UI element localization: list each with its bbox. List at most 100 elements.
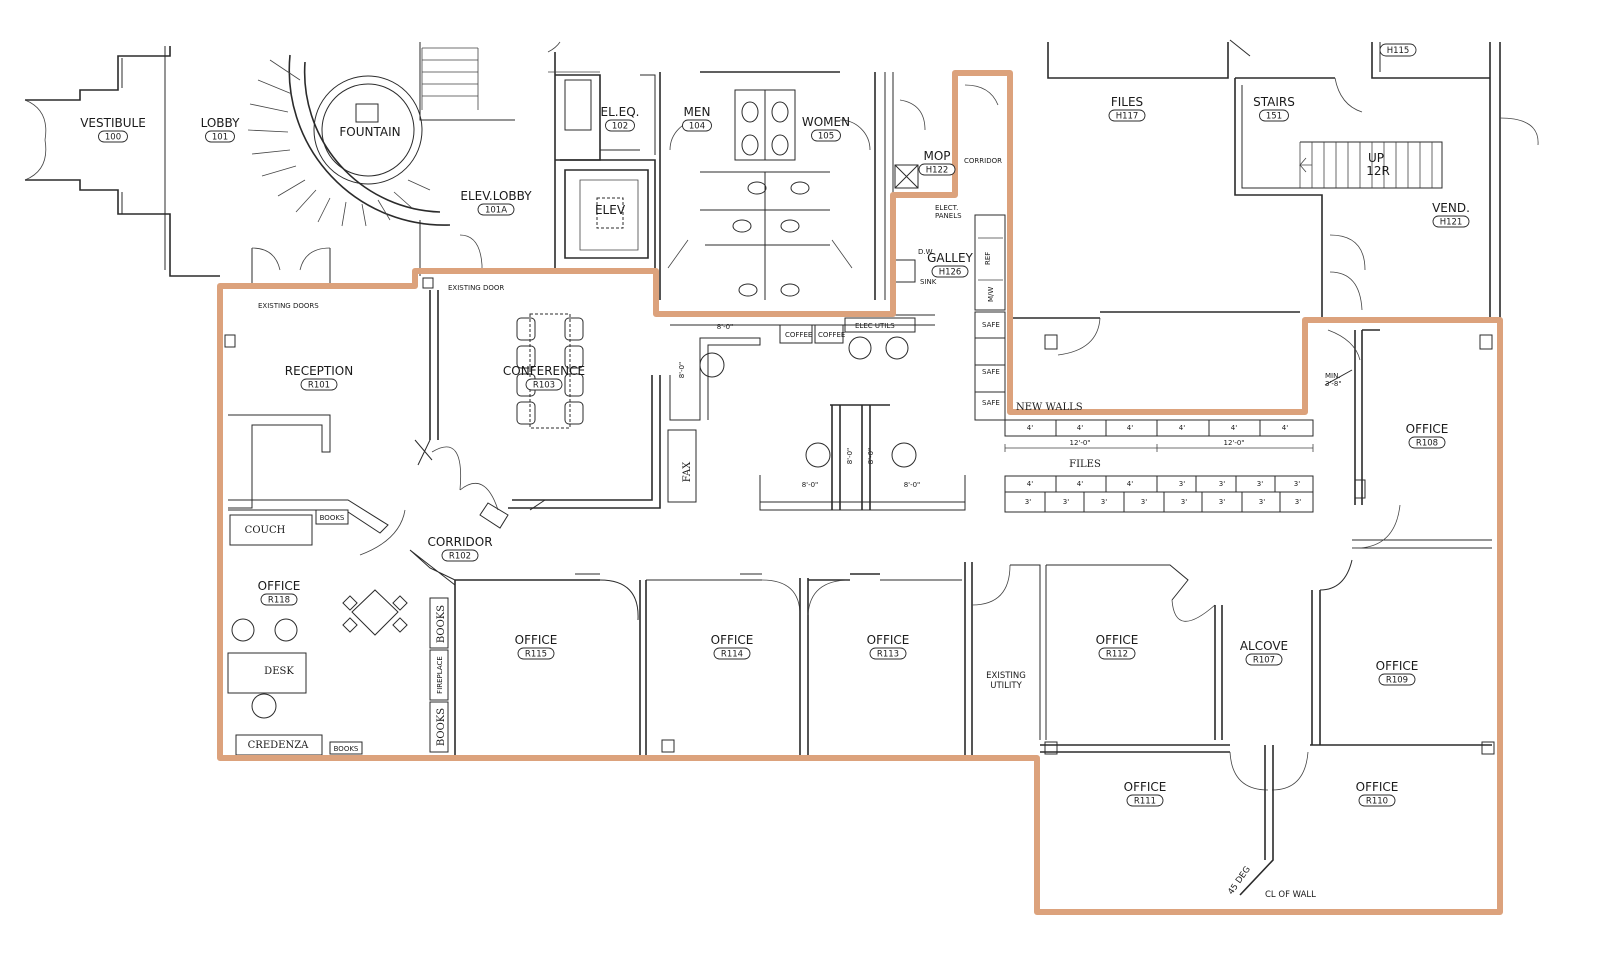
room-name: GALLEY <box>927 251 973 265</box>
room-number: 101A <box>485 206 507 216</box>
room-name: OFFICE <box>515 633 558 647</box>
note-safe-2: SAFE <box>982 368 1000 376</box>
file-dimension: 3' <box>1257 480 1263 488</box>
room-number: R101 <box>308 381 330 391</box>
room-number-tag <box>605 119 635 132</box>
room-number: 102 <box>612 122 628 132</box>
room-number: 100 <box>105 133 121 143</box>
note-sink: SINK <box>920 278 937 286</box>
note-mw: M/W <box>987 287 995 302</box>
room-name: OFFICE <box>711 633 754 647</box>
room-number-tag <box>260 593 298 606</box>
dim-8ft-f: 8'-0" <box>867 448 875 465</box>
room-name: FOUNTAIN <box>339 125 400 139</box>
room-number: 101 <box>212 133 228 143</box>
file-dimension: 3' <box>1294 480 1300 488</box>
room-tag <box>1379 43 1417 57</box>
dim-12ft-b: 12'-0" <box>1223 439 1244 447</box>
room-name: ELEV.LOBBY <box>460 189 532 203</box>
note-min-dim: 3'-8" <box>1325 380 1342 388</box>
note-files: FILES <box>1069 459 1101 470</box>
file-dimension: 4' <box>1077 424 1083 432</box>
room-name: ALCOVE <box>1240 639 1288 653</box>
room-number-tag <box>98 130 128 143</box>
note-safe-3: SAFE <box>982 399 1000 407</box>
note-elect: ELECT. <box>935 204 958 212</box>
room-number: 151 <box>1266 112 1282 122</box>
note-coffee-1: COFFEE <box>785 331 812 339</box>
note-panels: PANELS <box>935 212 962 220</box>
room-number-tag <box>1408 436 1446 449</box>
furniture-books-3: BOOKS <box>436 605 447 643</box>
furniture-fax: FAX <box>682 461 693 482</box>
room-name: LOBBY <box>201 116 241 130</box>
note-up-risers: 12R <box>1366 164 1390 178</box>
file-dimension: 3' <box>1181 498 1187 506</box>
room-number-tag <box>1358 794 1396 807</box>
room-number: 105 <box>818 132 834 142</box>
room-name: ELEV <box>595 203 626 217</box>
file-dimension: 4' <box>1127 480 1133 488</box>
room-name: STAIRS <box>1253 95 1295 109</box>
room-number-tag <box>477 203 515 216</box>
room-name: CONFERENCE <box>503 364 585 378</box>
room-name: MEN <box>684 105 711 119</box>
room-name: EL.EQ. <box>601 105 640 119</box>
note-45-deg: 45 DEG <box>1226 865 1253 897</box>
file-dimension: 3' <box>1141 498 1147 506</box>
dim-8ft-d: 8'-0" <box>904 481 921 489</box>
note-existing: EXISTING <box>986 671 1026 681</box>
note-safe-1: SAFE <box>982 321 1000 329</box>
room-labels: VESTIBULE 100 LOBBY 101 FOUNTAIN EL.EQ. 102 MEN… <box>80 95 1470 807</box>
furniture-books-1: BOOKS <box>320 514 345 522</box>
note-ref: REF <box>984 252 992 265</box>
room-name: VESTIBULE <box>80 116 146 130</box>
room-number: R114 <box>721 650 743 660</box>
note-up: UP <box>1368 151 1384 165</box>
file-dimension: 3' <box>1259 498 1265 506</box>
room-number: R110 <box>1366 797 1388 807</box>
room-number: R113 <box>877 650 899 660</box>
room-number: 104 <box>689 122 705 132</box>
file-dimension: 3' <box>1101 498 1107 506</box>
room-number: R115 <box>525 650 547 660</box>
room-number: R103 <box>533 381 555 391</box>
note-utility: UTILITY <box>990 681 1022 691</box>
room-number-tag <box>1378 673 1416 686</box>
room-number-tag <box>713 647 751 660</box>
column <box>422 277 434 289</box>
file-dimension: 4' <box>1127 424 1133 432</box>
note-elec-utils: ELEC UTILS <box>855 322 895 330</box>
note-min: MIN. <box>1325 372 1341 380</box>
suite-interior <box>224 290 1495 896</box>
room-number-tag <box>517 647 555 660</box>
furniture-credenza: CREDENZA <box>248 740 309 751</box>
room-number-tag <box>1432 215 1470 228</box>
room-name: FILES <box>1111 95 1143 109</box>
dim-8ft-b: 8'-0" <box>678 362 686 379</box>
room-number-tag <box>1098 647 1136 660</box>
room-name: OFFICE <box>1376 659 1419 673</box>
file-dimension: 3' <box>1025 498 1031 506</box>
furniture-books-4: BOOKS <box>436 708 447 746</box>
note-new-walls: NEW WALLS <box>1016 402 1083 413</box>
room-number-tag <box>1126 794 1164 807</box>
note-cl-of-wall: CL OF WALL <box>1265 890 1316 900</box>
room-name: WOMEN <box>802 115 850 129</box>
file-dimension: 3' <box>1219 498 1225 506</box>
room-number-tag <box>811 129 841 142</box>
room-number-tag <box>682 119 712 132</box>
room-tag-text: H115 <box>1387 46 1410 56</box>
room-name: MOP <box>923 149 950 163</box>
file-dimension: 4' <box>1179 424 1185 432</box>
furniture-fireplace: FIREPLACE <box>436 656 444 694</box>
furniture-desk: DESK <box>264 666 294 677</box>
room-number-tag <box>1245 653 1283 666</box>
note-existing-door: EXISTING DOOR <box>448 284 504 292</box>
file-dimension: 3' <box>1179 480 1185 488</box>
fountain-stair <box>247 47 479 227</box>
file-dimension: 4' <box>1077 480 1083 488</box>
dim-8ft-a: 8'-0" <box>717 323 734 331</box>
file-dimension: 4' <box>1282 424 1288 432</box>
